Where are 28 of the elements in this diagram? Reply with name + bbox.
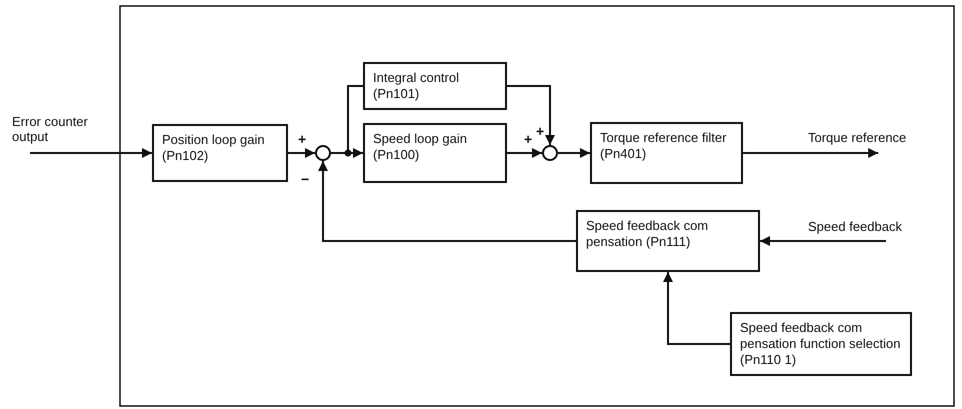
- block-box: [363, 62, 507, 110]
- block-label: Speed loop gain (Pn100): [373, 131, 468, 163]
- signal-arrow: [318, 161, 576, 242]
- block-box: [576, 210, 760, 272]
- block-box: [730, 312, 912, 376]
- block-label: Integral control (Pn101): [373, 70, 460, 102]
- block-label: Speed feedback com pensation function selection (Pn110 1): [740, 320, 902, 368]
- signal-label: Speed feedback: [808, 219, 903, 234]
- signal-arrow: [558, 148, 590, 158]
- signal-arrow: [760, 236, 886, 246]
- block-label: Torque reference filter (Pn401): [600, 130, 728, 162]
- signal-label: Torque reference: [808, 130, 908, 145]
- signal-label: Error counter output: [12, 114, 89, 144]
- signal-arrow: [507, 148, 542, 158]
- block-box: [152, 124, 288, 182]
- signal-arrow: [288, 148, 315, 158]
- block-label: Position loop gain (Pn102): [162, 132, 266, 164]
- block-label: Speed feedback com pensation (Pn111): [586, 218, 710, 250]
- block-box: [590, 122, 743, 184]
- signal-arrow: [743, 148, 878, 158]
- block-box: [363, 123, 507, 183]
- signal-arrow: [507, 85, 555, 145]
- sign-label: +: [536, 124, 544, 138]
- signal-arrow: [663, 272, 730, 345]
- sign-label: +: [298, 132, 306, 146]
- signal-arrow: [30, 148, 152, 158]
- sign-label: −: [301, 172, 310, 186]
- sign-label: +: [524, 132, 532, 146]
